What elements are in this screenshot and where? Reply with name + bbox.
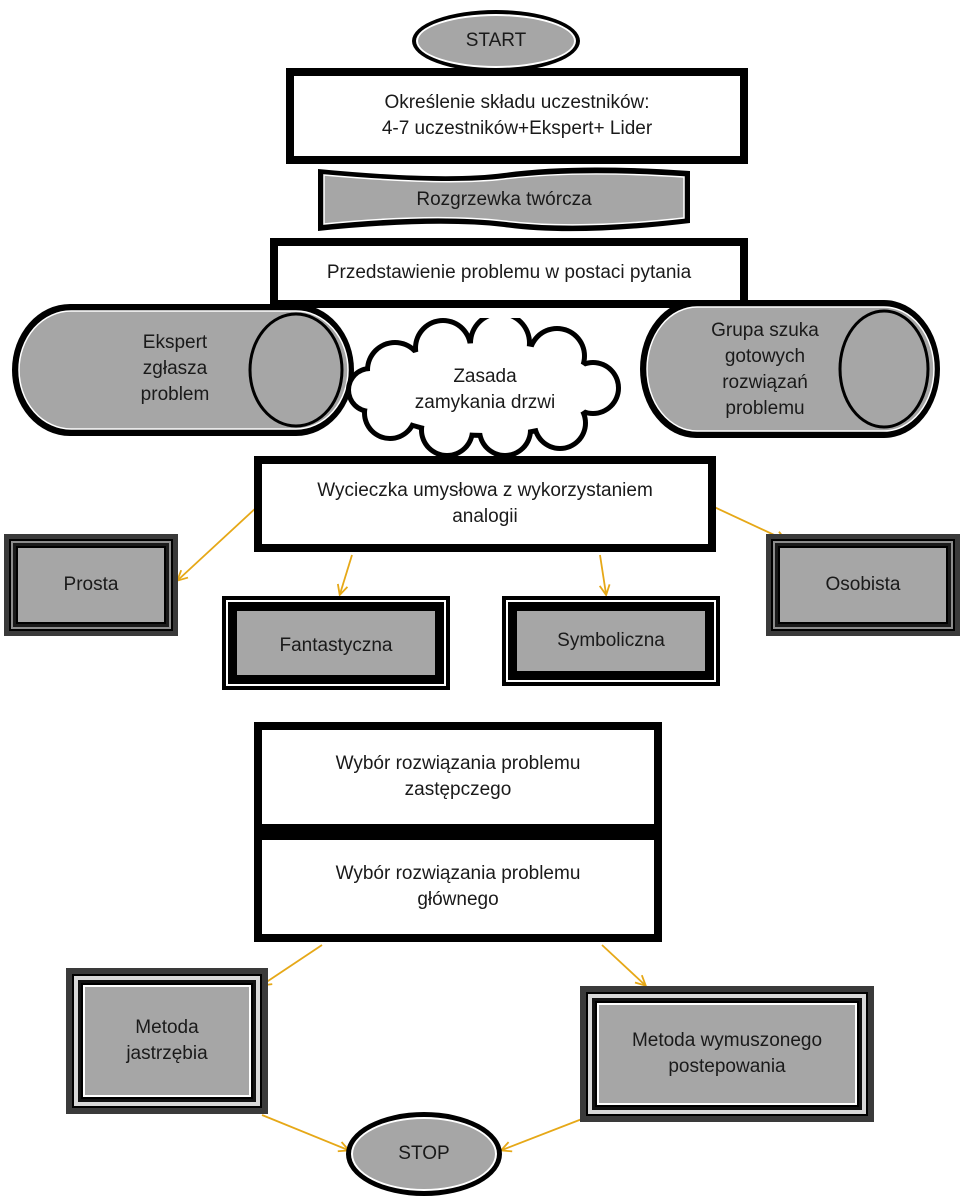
arrow-to-fantastyczna <box>340 554 353 594</box>
expert-cylinder <box>12 304 354 436</box>
forced-method-box: Metoda wymuszonego postepowania <box>580 986 874 1122</box>
main-choice-box: Wybór rozwiązania problemu głównego <box>254 832 662 942</box>
arrow-to-hawk <box>262 944 323 985</box>
main-choice-label: Wybór rozwiązania problemu głównego <box>335 863 581 910</box>
personal-analogy-box: Osobista <box>766 534 960 636</box>
stop-label: STOP <box>398 1143 450 1164</box>
simple-analogy-box: Prosta <box>4 534 178 636</box>
substitute-choice-box: Wybór rozwiązania problemu zastępczego <box>254 722 662 832</box>
symbolic-analogy-box: Symboliczna <box>502 596 720 686</box>
start-terminal: START <box>412 10 580 72</box>
group-label: Grupa szuka gotowych rozwiązań problemu <box>711 320 819 419</box>
group-cylinder <box>640 300 940 438</box>
problem-question-label: Przedstawienie problemu w postaci pytani… <box>326 262 692 283</box>
door-rule-cloud <box>346 318 621 458</box>
start-label: START <box>465 30 527 51</box>
excursion-box: Wycieczka umysłowa z wykorzystaniem anal… <box>254 456 716 552</box>
hawk-method-box: Metoda jastrzębia <box>66 968 268 1114</box>
participants-label: Określenie składu uczestników: 4-7 uczes… <box>381 92 653 139</box>
arrow-to-prosta <box>178 505 259 580</box>
problem-question-box: Przedstawienie problemu w postaci pytani… <box>270 238 748 308</box>
fantastic-analogy-box: Fantastyczna <box>222 596 450 690</box>
arrow-hawk-to-stop <box>261 1114 348 1150</box>
forced-method-label: Metoda wymuszonego postepowania <box>631 1030 823 1077</box>
excursion-label: Wycieczka umysłowa z wykorzystaniem anal… <box>317 480 653 527</box>
hawk-method-label: Metoda jastrzębia <box>126 1017 208 1064</box>
arrow-to-forced <box>601 944 645 985</box>
door-rule-label: Zasada zamykania drzwi <box>414 366 556 413</box>
personal-label: Osobista <box>825 574 901 595</box>
expert-label: Ekspert zgłasza problem <box>140 332 210 405</box>
substitute-choice-label: Wybór rozwiązania problemu zastępczego <box>335 753 581 800</box>
participants-box: Określenie składu uczestników: 4-7 uczes… <box>286 68 748 164</box>
symbolic-label: Symboliczna <box>557 630 665 651</box>
warmup-label: Rozgrzewka twórcza <box>416 189 592 210</box>
simple-label: Prosta <box>63 574 119 595</box>
stop-terminal: STOP <box>346 1112 502 1196</box>
arrow-to-symboliczna <box>600 554 606 594</box>
warmup-banner <box>318 167 690 232</box>
fantastic-label: Fantastyczna <box>279 635 393 656</box>
